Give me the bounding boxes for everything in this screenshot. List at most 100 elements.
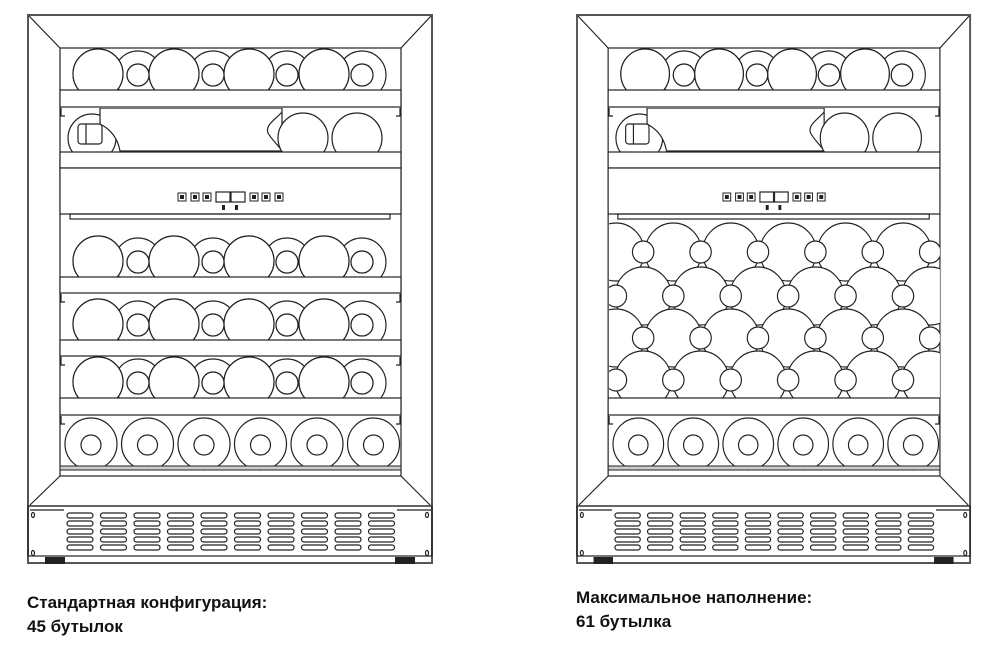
base-panel <box>576 505 971 557</box>
screw <box>424 549 430 557</box>
vent-slot <box>842 536 869 543</box>
bottle-punt <box>792 434 814 456</box>
vent-slot <box>300 528 329 535</box>
zone-indicator <box>235 205 238 210</box>
bottle-neck <box>891 368 915 392</box>
down-button-glyph <box>205 195 209 199</box>
vent-slot <box>907 520 935 527</box>
shelf-rail <box>59 397 402 416</box>
bottle-bottom <box>612 417 665 471</box>
bottle-end <box>72 298 124 340</box>
bottle-neck <box>891 284 915 308</box>
bottle-neck <box>126 63 150 87</box>
vent-slot <box>614 512 641 519</box>
vent-slot <box>614 528 641 535</box>
screw <box>579 511 584 519</box>
vent-slot <box>842 512 869 519</box>
vent-slot <box>200 512 228 519</box>
screw <box>963 549 968 557</box>
bottle-neck <box>350 371 374 395</box>
vent-slot <box>133 544 161 551</box>
bottle-row <box>620 48 926 90</box>
vent-slot <box>99 536 128 543</box>
bottle-neck <box>609 368 628 392</box>
vent-slot <box>712 520 739 527</box>
wine-cooler-standard <box>27 14 433 564</box>
bottle-neck <box>890 63 914 87</box>
vent-slot <box>267 528 295 535</box>
foot <box>593 557 614 564</box>
vent-slot <box>233 520 262 527</box>
shelf-bracket <box>60 416 401 425</box>
display-left <box>215 191 231 203</box>
vent-slot <box>646 528 674 535</box>
bottle-bottom <box>667 417 720 471</box>
bottle-end <box>298 48 350 90</box>
bottle-neck <box>631 326 655 350</box>
bottle-neck <box>275 250 299 274</box>
bottom-shelf <box>607 465 941 471</box>
vent-slot <box>133 536 161 543</box>
screw <box>30 511 36 519</box>
vent-slot <box>712 528 739 535</box>
vent-slot <box>614 536 641 543</box>
vent-slot <box>99 528 128 535</box>
vent-slot <box>166 528 195 535</box>
up-button-glyph <box>252 195 256 199</box>
bottle-neck <box>662 368 685 392</box>
shelf-bracket <box>60 357 401 366</box>
bottle-neck <box>201 371 225 395</box>
vent-slot <box>66 520 94 527</box>
bottle-end <box>277 112 329 152</box>
up-button-glyph <box>193 195 197 199</box>
bottle-neck <box>719 368 743 392</box>
bottle-side <box>646 108 825 152</box>
light-button-glyph <box>819 195 824 199</box>
vent-slot <box>166 544 195 551</box>
vent-slot <box>166 536 195 543</box>
door-bevel <box>28 15 432 506</box>
shelf-rail <box>607 89 941 108</box>
bottle-end <box>331 112 383 152</box>
zone-indicator <box>222 205 225 210</box>
screw <box>30 549 36 557</box>
bottle-neck <box>776 284 800 308</box>
bottle-neck <box>817 63 841 87</box>
vent-slot <box>809 520 837 527</box>
bottle-neck <box>662 284 685 308</box>
bottle-end <box>298 356 350 398</box>
bottle-neck <box>918 326 940 350</box>
glass-top-edge <box>617 213 930 220</box>
shelf-bracket <box>608 108 940 117</box>
bottle-punt <box>737 434 759 456</box>
bottle-bottom <box>64 417 118 471</box>
vent-slot <box>777 544 804 551</box>
bottle-neck <box>275 371 299 395</box>
control-panel <box>607 167 941 215</box>
bottle-neck <box>804 326 827 350</box>
foot <box>934 557 954 564</box>
vent-slot <box>233 512 262 519</box>
vent-slot <box>300 536 329 543</box>
vent-slot <box>744 512 772 519</box>
vent-slot <box>646 544 674 551</box>
shelf-rail <box>59 276 402 294</box>
vent-slot <box>744 536 772 543</box>
vent-slot <box>614 520 641 527</box>
control-panel <box>59 167 402 215</box>
vent-slot <box>907 536 935 543</box>
vent-slot <box>99 520 128 527</box>
display-left <box>759 191 775 203</box>
bottle-neck <box>804 240 827 264</box>
vent-slot <box>300 544 329 551</box>
vent-slot <box>777 520 804 527</box>
bottle-neck <box>631 240 655 264</box>
bottle-cap <box>625 123 650 145</box>
vent-slot <box>744 544 772 551</box>
vent-slot <box>875 528 902 535</box>
shelf-bracket <box>60 294 401 303</box>
bottle-neck <box>609 284 628 308</box>
bottle-punt <box>266 111 283 152</box>
bottle-bottom <box>177 417 231 471</box>
wine-cooler-maximum <box>576 14 972 564</box>
